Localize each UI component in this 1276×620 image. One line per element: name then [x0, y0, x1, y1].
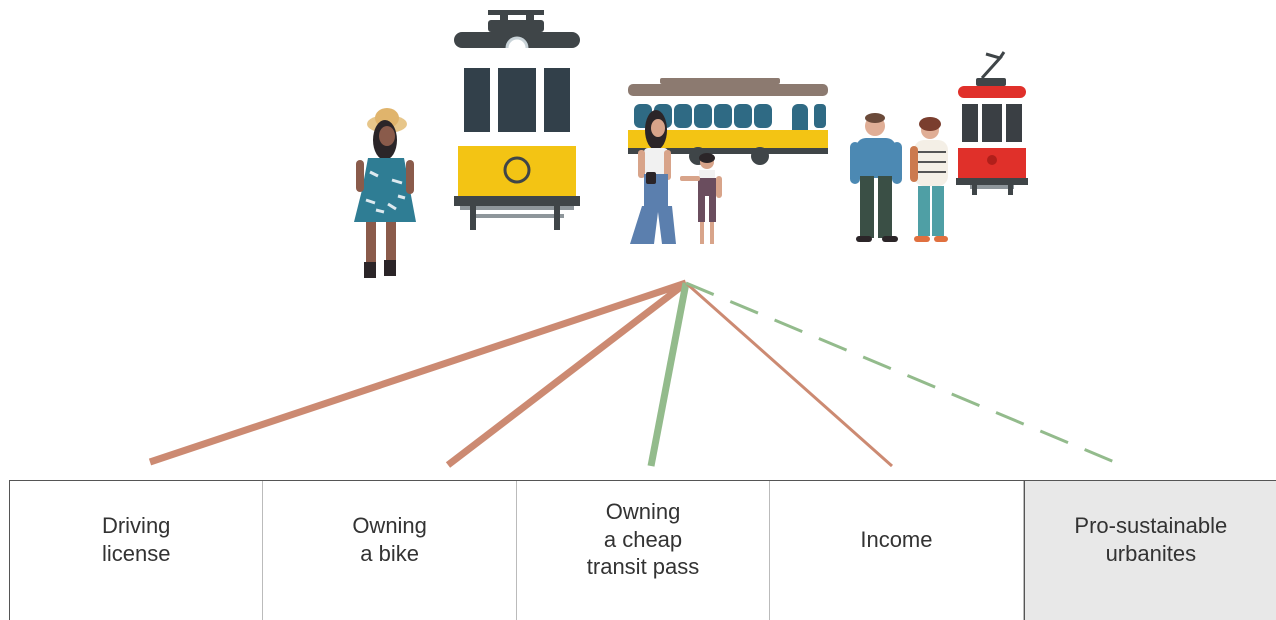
- factor-owning-bike: Owning a bike: [263, 481, 517, 620]
- factor-label: Owning a cheap transit pass: [586, 499, 700, 580]
- link-driving-license: [148, 279, 688, 466]
- factor-label: Driving license: [101, 513, 171, 566]
- factor-label: Income: [860, 526, 933, 552]
- link-income: [685, 281, 893, 468]
- factor-label: Pro-sustainable urbanites: [1074, 513, 1228, 566]
- woman-in-sundress-illustration: [354, 108, 416, 278]
- factor-driving-license: Driving license: [10, 481, 264, 620]
- factor-row: Driving license Owning a bike Owning a c…: [9, 480, 1276, 620]
- factor-income: Income: [770, 481, 1024, 620]
- link-transit-pass: [647, 282, 690, 467]
- factor-pro-sustainable-urbanites: Pro-sustainable urbanites: [1023, 481, 1276, 620]
- link-owning-bike: [445, 280, 689, 468]
- mother-and-child-illustration: [630, 110, 722, 244]
- red-tram-illustration: [956, 51, 1028, 195]
- yellow-tram-side-illustration: [628, 78, 828, 165]
- yellow-tram-front-illustration: [454, 10, 580, 230]
- connection-lines: [148, 279, 1125, 468]
- factor-transit-pass: Owning a cheap transit pass: [517, 481, 771, 620]
- link-pro-sustainable: [685, 281, 1125, 468]
- couple-illustration: [850, 113, 948, 242]
- factor-label: Owning a bike: [352, 513, 427, 566]
